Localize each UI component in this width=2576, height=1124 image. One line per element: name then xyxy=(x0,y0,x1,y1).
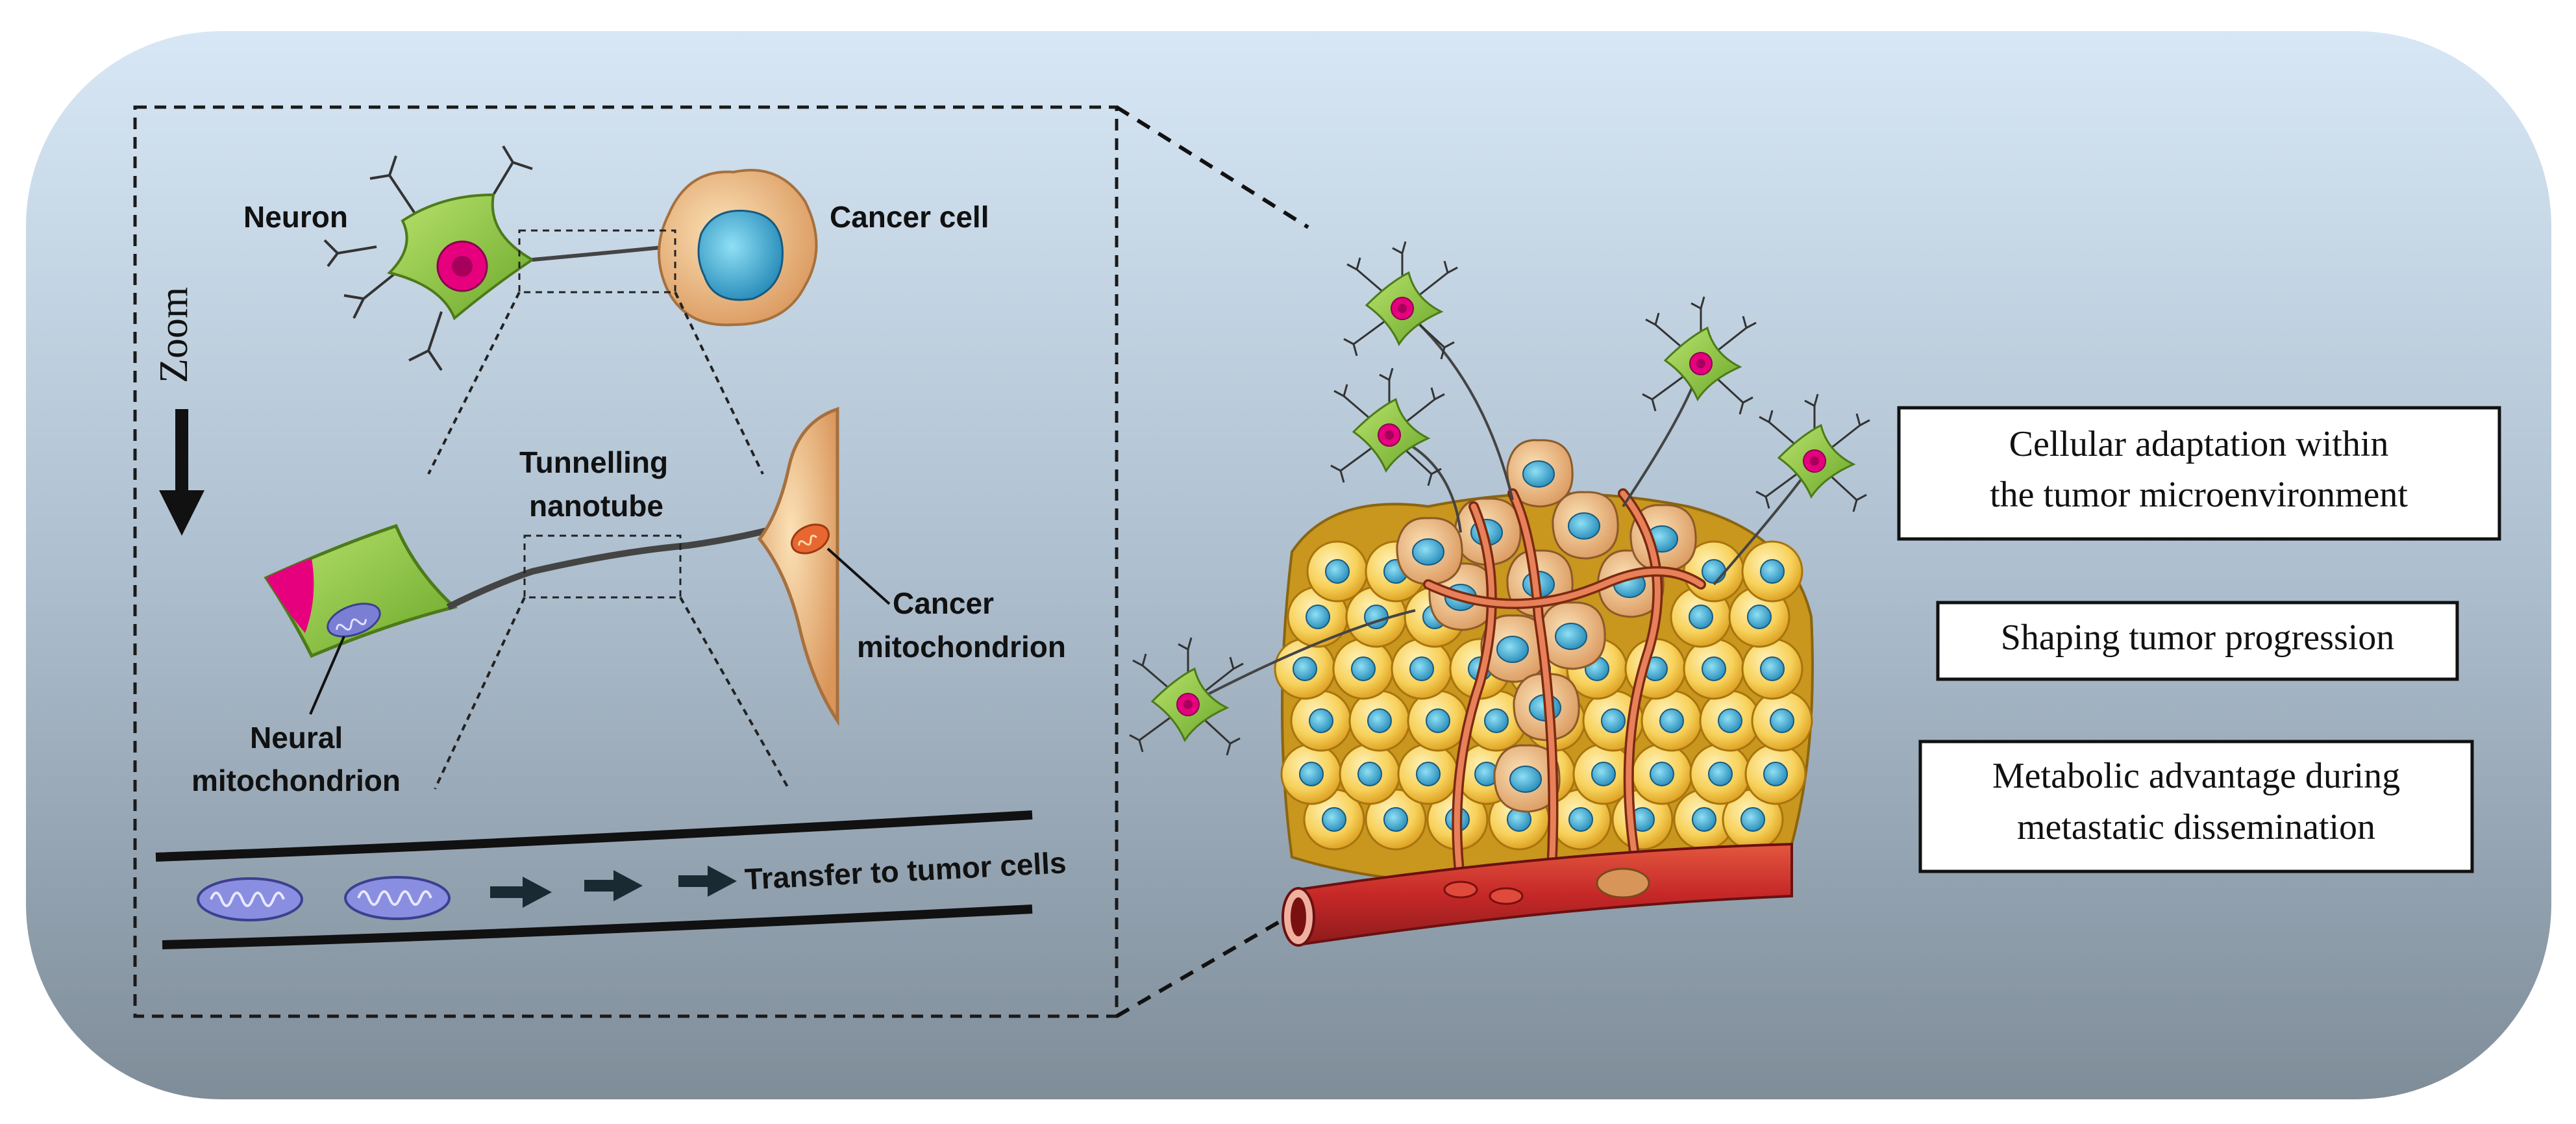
arrow-right-icon xyxy=(678,866,737,897)
cancer-mito-label-line2: mitochondrion xyxy=(857,630,1066,664)
arrow-right-icon xyxy=(490,877,552,908)
tumor-cell-icon xyxy=(1683,638,1745,700)
tumor-cell-icon xyxy=(1365,540,1427,603)
tumor-cell-icon xyxy=(1699,690,1761,752)
tumor-cell-icon xyxy=(1741,540,1803,603)
zoom-connector-bottom xyxy=(1115,920,1280,1018)
blood-vessel-icon xyxy=(1282,842,1793,947)
axon-zoom-line-right xyxy=(674,292,764,475)
tumor-cell-icon xyxy=(1751,690,1813,752)
outcome-box-3: Metabolic advantage during metastatic di… xyxy=(1918,740,2474,873)
tumor-cell-icon xyxy=(1391,638,1453,700)
tumor-cell-icon xyxy=(1631,743,1693,805)
tumor-vessel-highlight xyxy=(1454,503,1495,886)
outcome-3-line2: metastatic dissemination xyxy=(2017,807,2375,847)
nanotube-zoom-line-left xyxy=(434,597,526,790)
outcome-box-2: Shaping tumor progression xyxy=(1936,601,2459,681)
neuron-icon xyxy=(1330,368,1462,533)
tumor-vessel-highlight xyxy=(1620,490,1661,867)
tumor-vessel-highlight xyxy=(1425,568,1704,607)
tunnelling-label-line2: nanotube xyxy=(529,489,663,523)
neural-mito-label-line1: Neural xyxy=(250,721,343,755)
outcome-1-line2: the tumor microenvironment xyxy=(1990,475,2408,515)
neural-mito-label-line2: mitochondrion xyxy=(192,764,401,797)
nanotube-wall-bottom xyxy=(162,905,1033,949)
zoom-label: Zoom xyxy=(152,287,196,383)
tumor-cell-icon xyxy=(1641,690,1703,752)
tumor-vessel-highlight xyxy=(1509,490,1556,873)
arrow-right-icon xyxy=(584,870,643,901)
axon-zoom-line-left xyxy=(427,292,521,475)
cancer-cell-icon xyxy=(1480,614,1548,683)
mitochondrion-icon xyxy=(197,877,303,921)
neuron-icon xyxy=(1622,296,1757,508)
tumor-cell-icon xyxy=(1287,586,1349,648)
cancer-cell-icon xyxy=(1552,491,1619,560)
tunnelling-nanotube xyxy=(446,526,774,610)
cancer-mito-label-line1: Cancer xyxy=(893,586,994,620)
tumor-cell-icon xyxy=(1303,788,1365,851)
outcome-2-line1: Shaping tumor progression xyxy=(2001,618,2395,658)
tumor-cell-icon xyxy=(1465,690,1528,752)
tumor-cell-icon xyxy=(1365,788,1427,851)
tunnelling-label-line1: Tunnelling xyxy=(519,445,668,479)
neuron-label: Neuron xyxy=(243,200,348,234)
cancer-cell-icon xyxy=(658,169,818,327)
nanotube-zoom-line-right xyxy=(679,597,790,790)
mitochondrion-icon xyxy=(344,876,451,920)
arrow-down-icon xyxy=(159,409,204,536)
tumor-cell-icon xyxy=(1332,638,1394,700)
cancer-cell-icon xyxy=(1396,517,1463,586)
neuron-icon xyxy=(323,145,669,371)
outcome-box-1: Cellular adaptation within the tumor mic… xyxy=(1897,406,2501,541)
tumor-cell-icon xyxy=(1280,743,1343,805)
axon-zoom-box xyxy=(518,229,676,293)
cancer-cell-label: Cancer cell xyxy=(830,200,989,234)
neural-mito-pointer xyxy=(309,636,345,715)
cancer-membrane-icon xyxy=(757,406,839,727)
zoom-connector-top xyxy=(1115,105,1309,229)
tumor-cell-icon xyxy=(1572,743,1635,805)
tumor-cell-icon xyxy=(1348,690,1411,752)
tumor-mass-icon xyxy=(1274,439,1814,888)
tumor-cell-icon xyxy=(1339,743,1401,805)
tumor-cell-icon xyxy=(1741,638,1803,700)
outcome-1-line1: Cellular adaptation within xyxy=(2009,424,2389,464)
cancer-cell-icon xyxy=(1539,601,1606,670)
tumor-cell-icon xyxy=(1407,690,1469,752)
nanotube-wall-top xyxy=(155,810,1033,862)
neuron-icon xyxy=(1343,241,1514,501)
tumor-cell-icon xyxy=(1722,788,1784,851)
cancer-mito-pointer xyxy=(826,547,891,605)
tumor-cell-icon xyxy=(1397,743,1459,805)
tumor-cell-icon xyxy=(1306,540,1368,603)
nanotube-zoom-box xyxy=(523,534,682,599)
neuron-icon xyxy=(1713,393,1870,586)
tumor-cell-icon xyxy=(1689,743,1752,805)
zoom-inset-frame xyxy=(133,105,1119,1018)
neuron-icon xyxy=(1129,609,1416,756)
outcome-3-line1: Metabolic advantage during xyxy=(1992,756,2400,796)
tumor-cell-icon xyxy=(1550,788,1612,851)
tumor-cell-icon xyxy=(1744,743,1807,805)
cancer-cell-icon xyxy=(1493,744,1561,813)
tumor-cell-icon xyxy=(1290,690,1352,752)
